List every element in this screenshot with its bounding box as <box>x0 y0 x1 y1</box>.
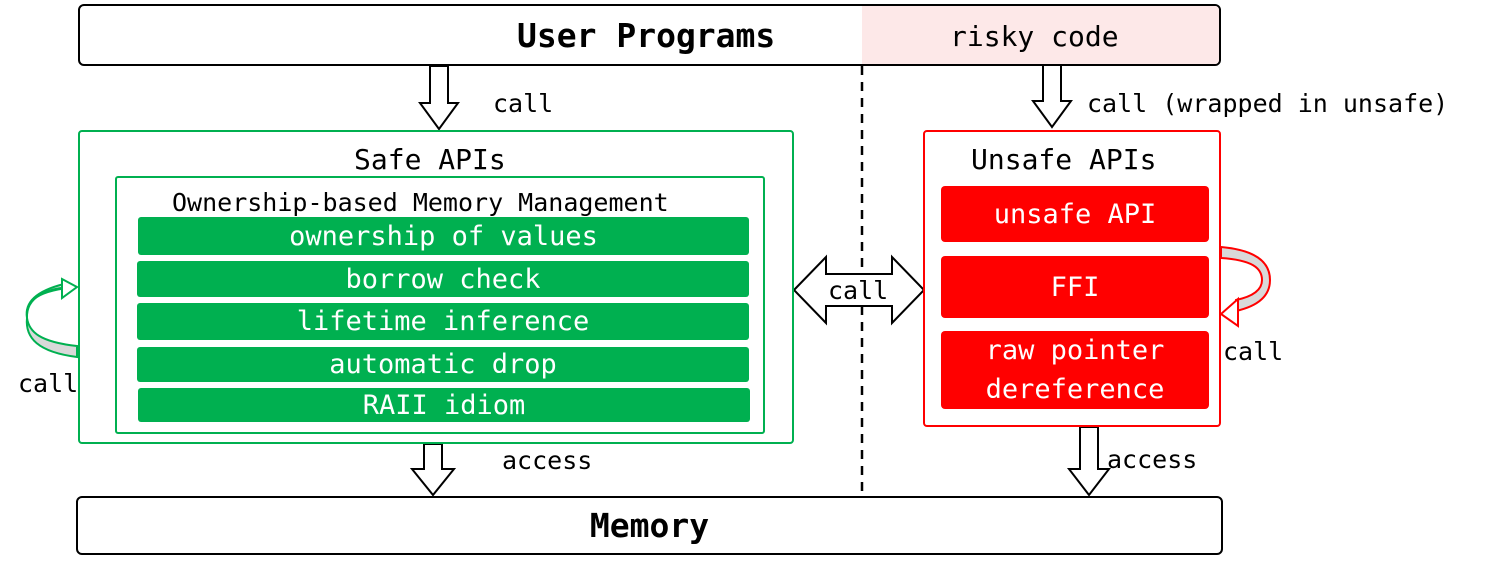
access-label-safe: access <box>502 446 593 475</box>
call-arrow-unsafe <box>1031 63 1073 129</box>
unsafe-item-api: unsafe API <box>941 186 1209 242</box>
ownership-memory-title: Ownership-based Memory Management <box>172 188 669 217</box>
access-arrow-unsafe <box>1066 426 1112 497</box>
safe-item-borrow-check: borrow check <box>137 261 749 297</box>
call-label-unsafe: call (wrapped in unsafe) <box>1087 89 1449 118</box>
unsafe-self-call-arrowhead <box>1219 296 1239 328</box>
safe-item-raii: RAII idiom <box>138 388 750 422</box>
unsafe-item-raw-pointer: raw pointer dereference <box>941 331 1209 409</box>
unsafe-apis-title: Unsafe APIs <box>971 143 1157 176</box>
safe-self-call-arrowhead <box>61 277 79 300</box>
unsafe-item-ffi: FFI <box>941 256 1209 318</box>
safe-item-lifetime: lifetime inference <box>137 303 749 340</box>
access-label-unsafe: access <box>1107 445 1198 474</box>
access-arrow-safe <box>409 443 457 497</box>
risky-code-label: risky code <box>950 20 1119 53</box>
memory-box: Memory <box>76 496 1223 555</box>
safe-item-automatic-drop: automatic drop <box>137 347 749 382</box>
user-programs-box: User Programs risky code <box>78 4 1221 66</box>
safe-self-call-loop <box>25 283 78 359</box>
safe-item-ownership: ownership of values <box>138 217 749 255</box>
memory-title: Memory <box>589 506 710 545</box>
raw-pointer-line1: raw pointer <box>985 335 1165 366</box>
raw-pointer-line2: dereference <box>985 374 1165 405</box>
safe-apis-title: Safe APIs <box>354 143 506 176</box>
call-label-right-loop: call <box>1223 337 1284 366</box>
call-label-left-loop: call <box>18 369 79 398</box>
risky-code-region <box>862 6 1219 64</box>
user-programs-title: User Programs <box>517 16 776 55</box>
call-label-safe: call <box>493 89 554 118</box>
unsafe-self-call-loop <box>1220 245 1272 313</box>
call-arrow-safe <box>418 65 460 131</box>
call-label-middle: call <box>828 276 889 305</box>
